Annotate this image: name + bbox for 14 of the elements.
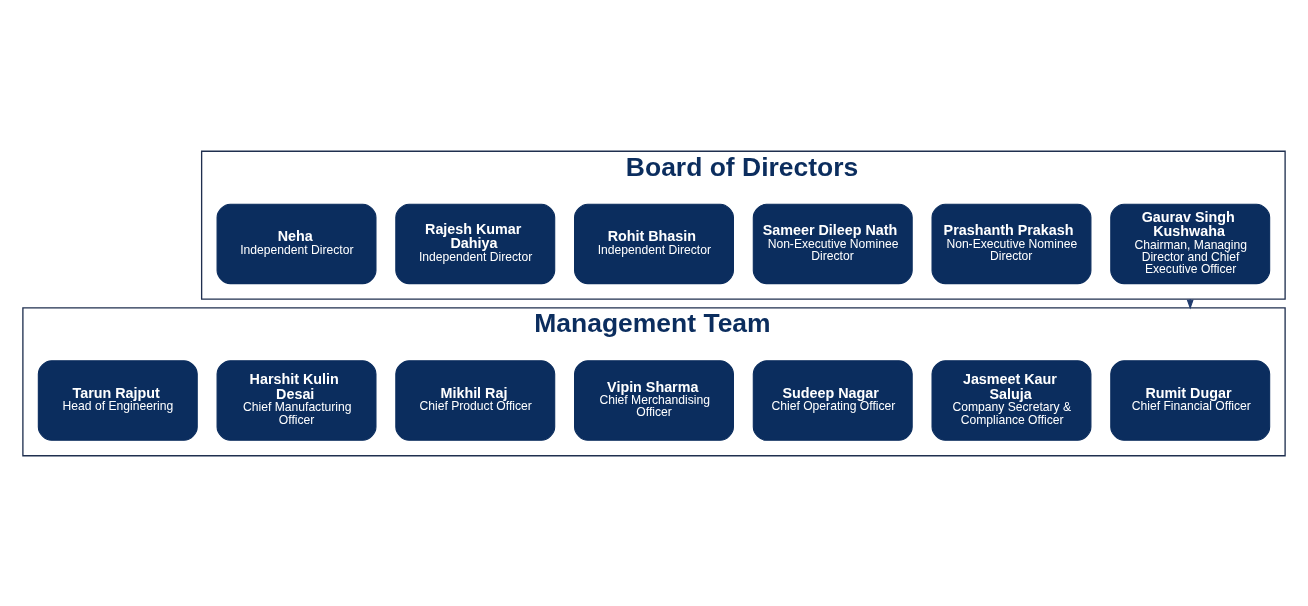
node-box: Tarun Rajput Head of Engineering <box>37 359 198 441</box>
node-box: Rohit Bhasin Independent Director <box>574 203 734 284</box>
node-box: Sudeep Nagar Chief Operating Officer <box>752 359 913 441</box>
node-box: Neha Independent Director <box>216 203 377 284</box>
node-box: Rumit Dugar Chief Financial Officer <box>1110 359 1271 441</box>
node-box: Mikhil Raj Chief Product Officer <box>395 359 556 441</box>
node-box: Rajesh Kumar Dahiya Independent Director <box>395 203 556 284</box>
arrow <box>1186 298 1194 310</box>
node-box: Jasmeet Kaur Saluja Company Secretary & Compliance Officer <box>931 359 1092 441</box>
node-box: Gaurav Singh Kushwaha Chairman, Managing Director and Chief Executive Officer <box>1110 203 1271 284</box>
node-box: Prashanth Prakash Non-Executive Nominee Director <box>931 203 1092 284</box>
node-box: Harshit Kulin Desai Chief Manufacturing Officer <box>216 359 377 441</box>
node-box: Sameer Dileep Nath Non-Executive Nominee Director <box>752 203 913 284</box>
node-box: Vipin Sharma Chief Merchandising Officer <box>574 359 734 441</box>
